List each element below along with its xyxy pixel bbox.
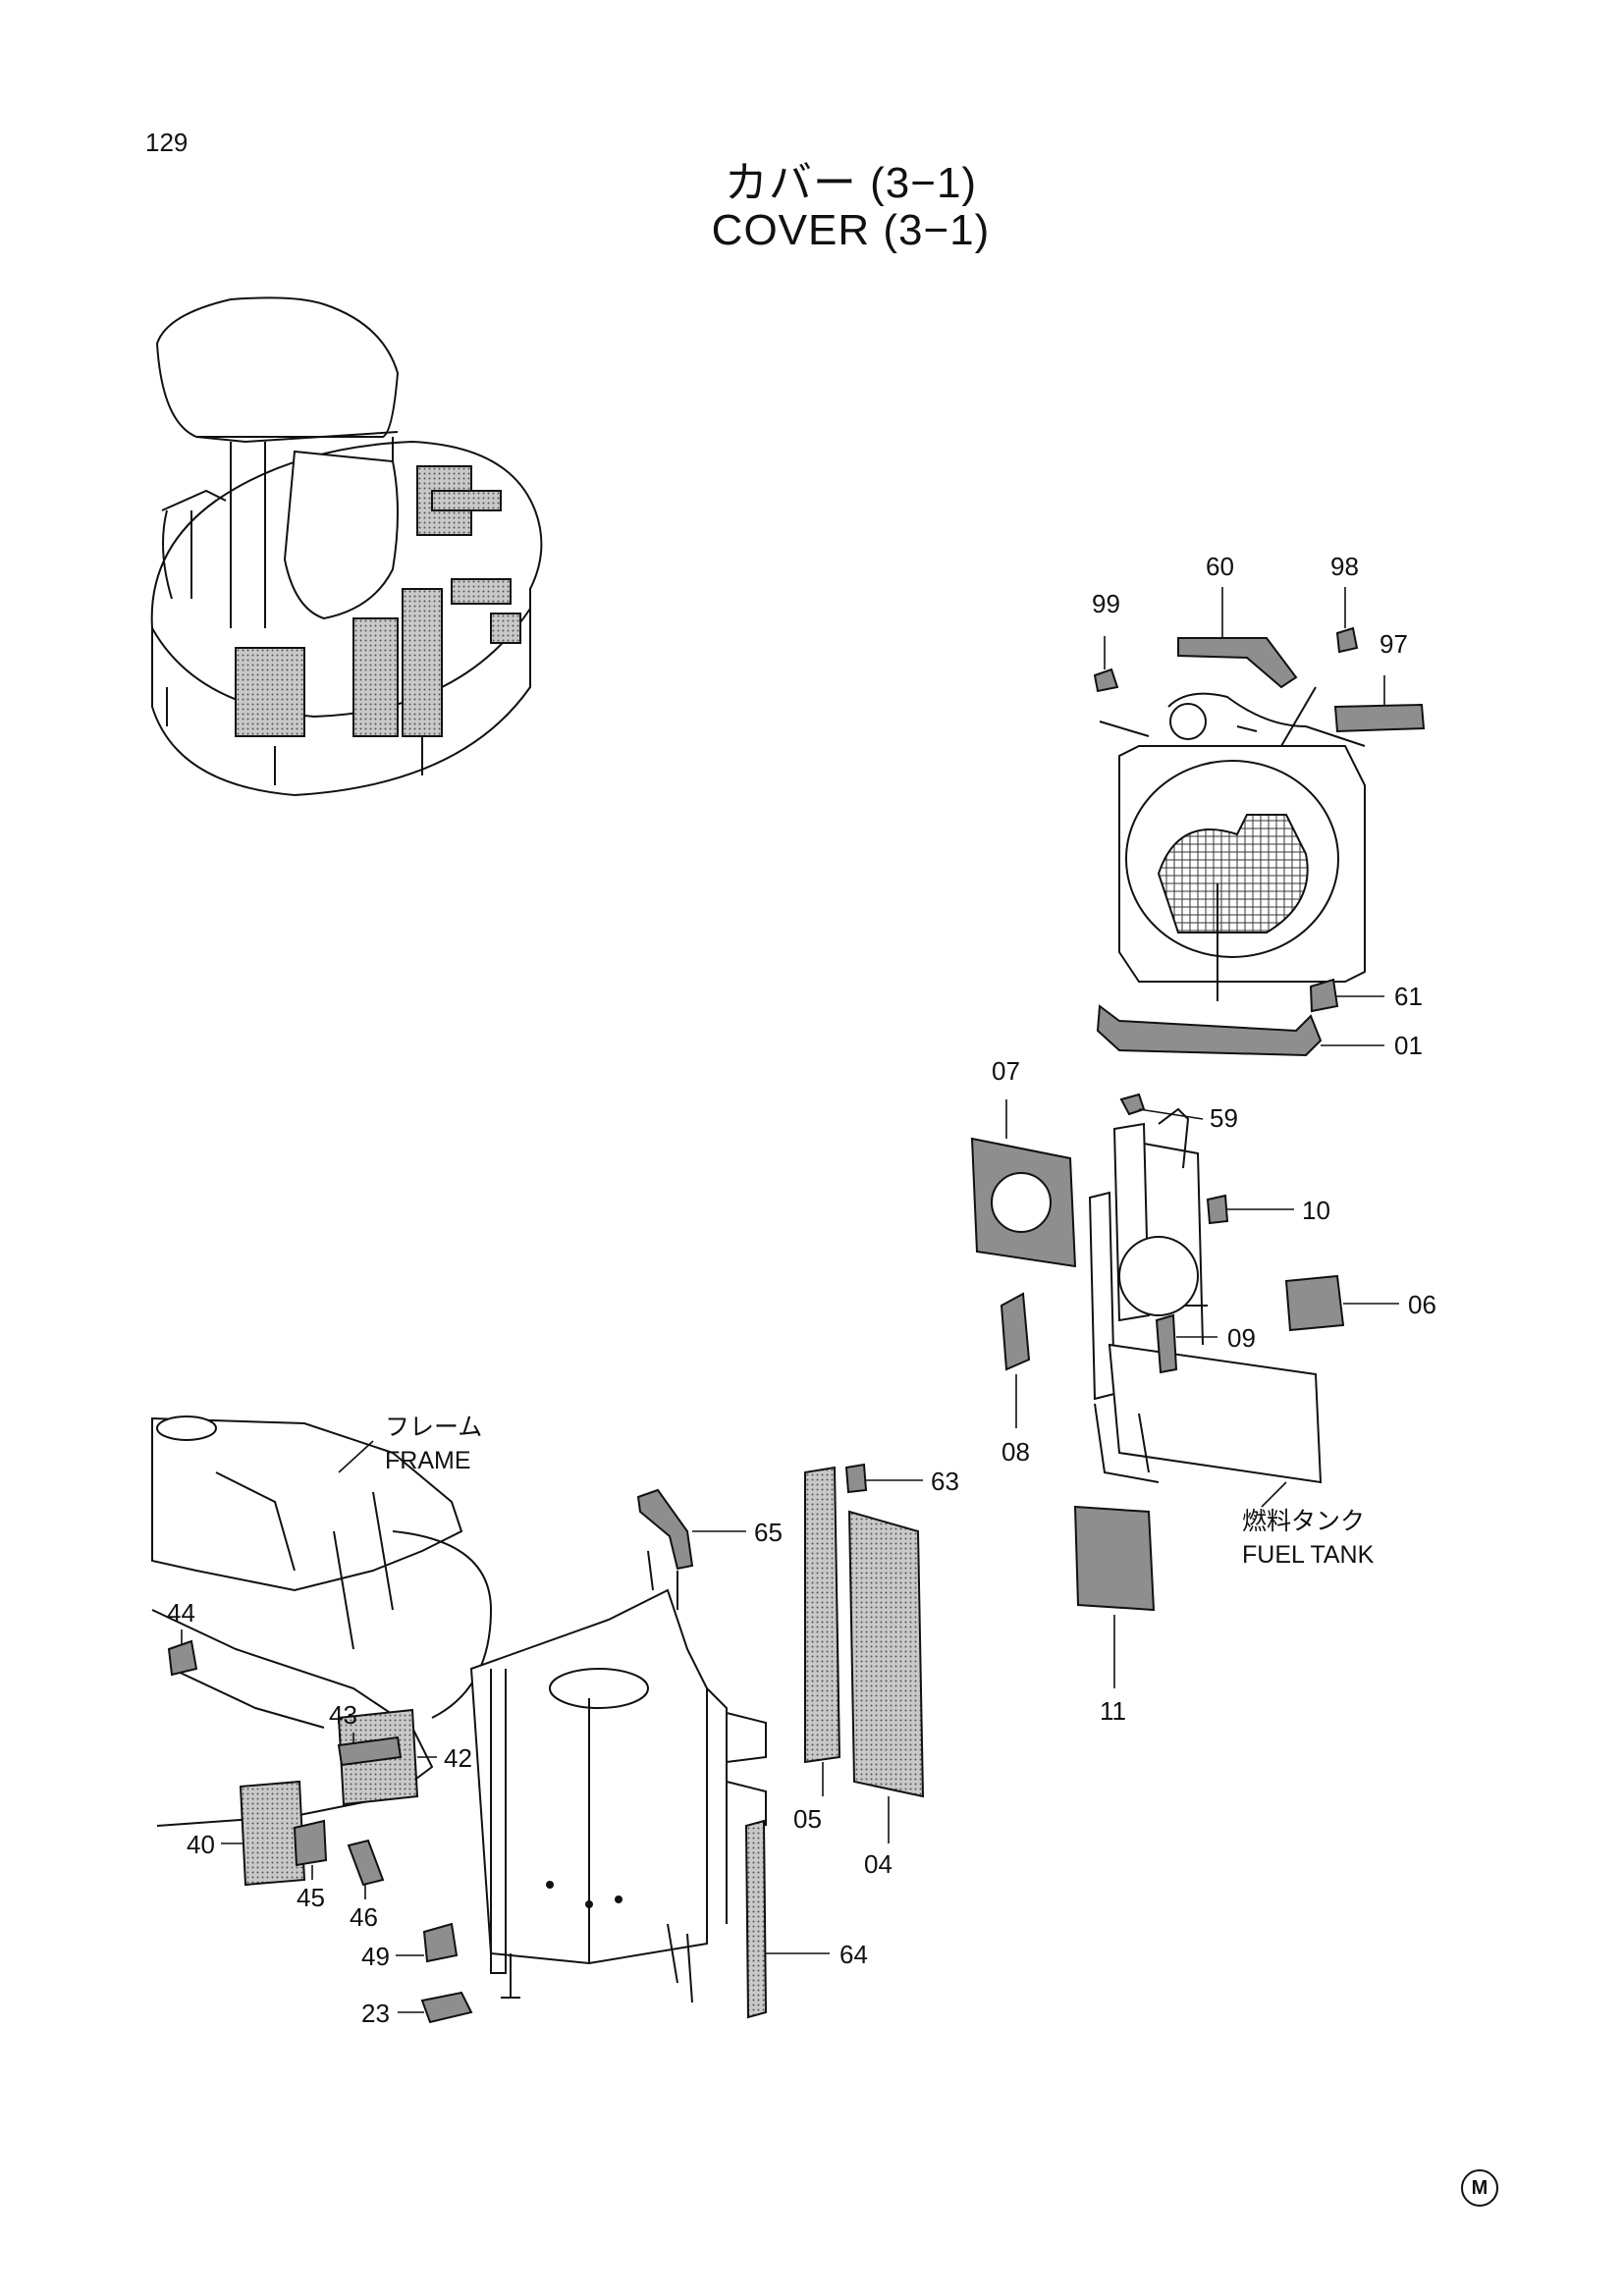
part-05-shape [804, 1466, 841, 1764]
part-45-shape [293, 1819, 328, 1867]
callout-99: 99 [1092, 589, 1120, 618]
part-10-shape [1206, 1194, 1229, 1225]
callout-63: 63 [931, 1467, 959, 1496]
callout-42: 42 [444, 1743, 472, 1773]
overview-machine-drawing [150, 296, 543, 797]
part-23-shape [420, 1991, 473, 2024]
part-59-shape [1119, 1093, 1146, 1116]
part-11-shape [1073, 1505, 1156, 1612]
part-43-shape [337, 1735, 403, 1767]
callout-08: 08 [1001, 1437, 1030, 1467]
callout-05: 05 [793, 1804, 822, 1834]
column-stand-drawing [469, 1550, 767, 2003]
callout-46: 46 [350, 1902, 378, 1932]
callout-97: 97 [1380, 629, 1408, 659]
part-49-shape [422, 1922, 459, 1963]
page-title-japanese: カバー (3−1) [724, 159, 978, 207]
callout-64: 64 [839, 1940, 868, 1969]
part-60-shape [1177, 637, 1298, 689]
part-65-shape [636, 1488, 694, 1571]
bracket-assembly-drawing [1088, 1107, 1323, 1484]
part-04-shape [847, 1510, 925, 1798]
part-61-shape [1309, 978, 1339, 1013]
callout-07: 07 [992, 1056, 1020, 1086]
part-46-shape [347, 1839, 385, 1887]
callout-09: 09 [1227, 1323, 1256, 1353]
callout-leader-lines [181, 587, 1399, 2013]
part-99-shape [1093, 667, 1119, 693]
callout-23: 23 [361, 1999, 390, 2028]
callout-45: 45 [297, 1883, 325, 1912]
callout-44: 44 [167, 1598, 195, 1628]
part-44-shape [167, 1639, 198, 1677]
frame-drawing [151, 1415, 493, 1827]
callout-04: 04 [864, 1849, 893, 1879]
callout-49: 49 [361, 1942, 390, 1971]
callout-59: 59 [1210, 1103, 1238, 1133]
callout-10: 10 [1302, 1196, 1330, 1225]
frame-label-japanese: フレーム [385, 1414, 482, 1441]
part-08-shape [1000, 1292, 1031, 1371]
callout-43: 43 [329, 1700, 357, 1730]
part-97-shape [1333, 703, 1426, 733]
fuel-tank-label-english: FUEL TANK [1242, 1541, 1375, 1569]
page-title-english: COVER (3−1) [711, 206, 991, 254]
part-98-shape [1335, 626, 1359, 654]
part-40-shape [239, 1780, 306, 1887]
part-63-shape [844, 1463, 868, 1494]
callout-06: 06 [1408, 1290, 1436, 1319]
fuel-tank-label-japanese: 燃料タンク [1242, 1508, 1365, 1535]
page-number: 129 [145, 128, 189, 157]
callout-60: 60 [1206, 552, 1234, 581]
callout-98: 98 [1330, 552, 1359, 581]
radiator-shroud-drawing [1099, 686, 1366, 1001]
callout-40: 40 [187, 1830, 215, 1859]
part-06-shape [1284, 1274, 1345, 1332]
callout-61: 61 [1394, 982, 1423, 1011]
frame-label-english: FRAME [385, 1447, 471, 1474]
part-64-shape [744, 1819, 768, 2019]
callout-65: 65 [754, 1518, 783, 1547]
part-01-shape [1096, 1004, 1323, 1057]
callout-01: 01 [1394, 1031, 1423, 1060]
corner-mark: M [1461, 2169, 1498, 2207]
callout-11: 11 [1100, 1696, 1126, 1726]
part-09-shape [1155, 1313, 1178, 1374]
